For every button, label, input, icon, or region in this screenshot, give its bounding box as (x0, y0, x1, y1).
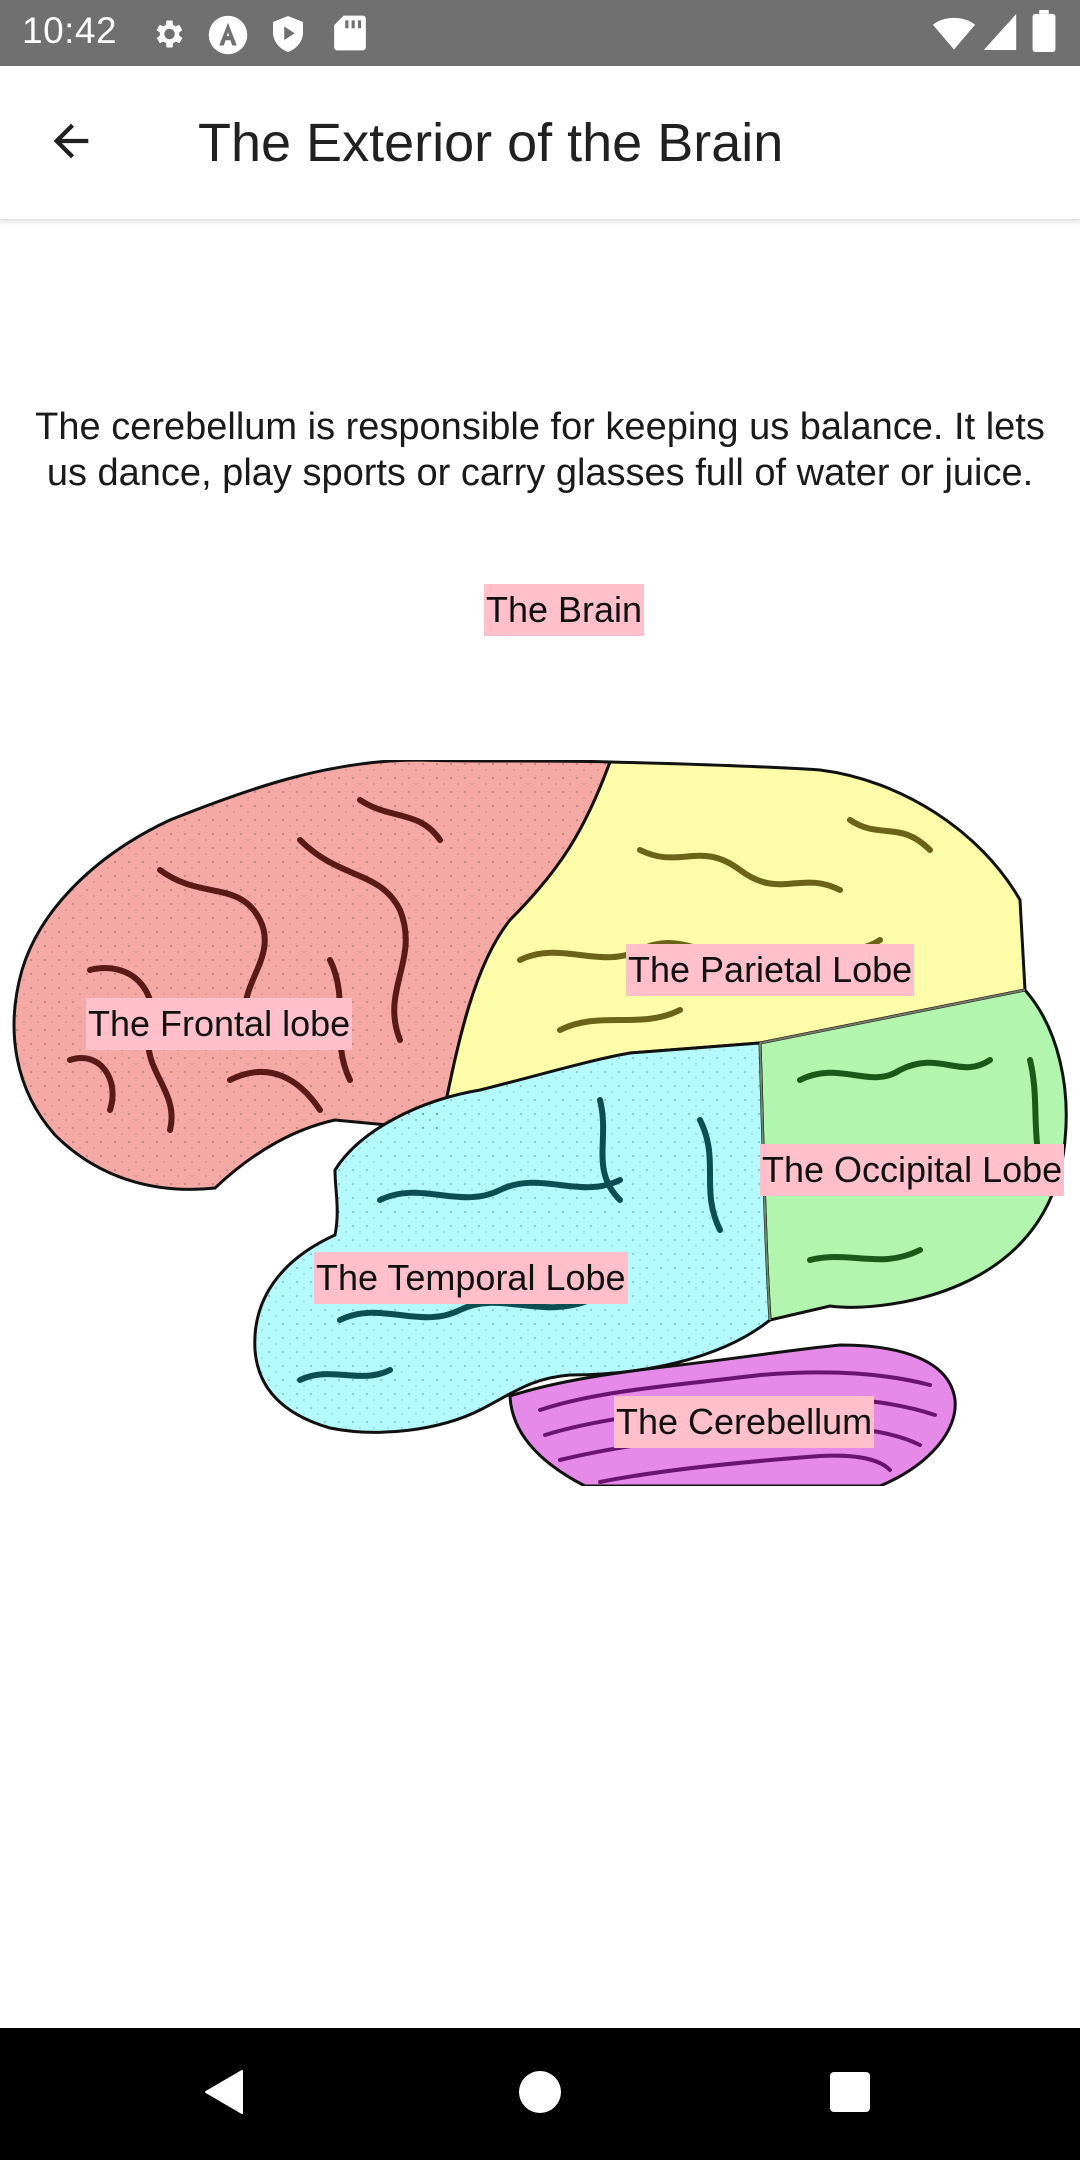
sd-card-icon (334, 14, 366, 57)
battery-icon (1032, 10, 1056, 57)
nav-recents-button[interactable] (820, 2064, 880, 2124)
system-navigation-bar (0, 2028, 1080, 2160)
cerebellum-label: The Cerebellum (614, 1396, 875, 1448)
status-bar: 10:42 (0, 0, 1080, 66)
app-bar: The Exterior of the Brain (0, 66, 1080, 220)
description-text: The cerebellum is responsible for keepin… (35, 406, 1045, 494)
parietal-lobe-label: The Parietal Lobe (626, 944, 915, 996)
accessibility-icon (207, 14, 249, 61)
frontal-lobe-label: The Frontal lobe (86, 998, 353, 1050)
nav-back-icon (202, 2068, 246, 2121)
nav-home-icon (518, 2070, 562, 2119)
back-button[interactable] (30, 108, 112, 178)
wifi-icon (932, 14, 976, 57)
status-time: 10:42 (22, 10, 118, 51)
nav-home-button[interactable] (510, 2064, 570, 2124)
settings-icon (150, 16, 186, 57)
cell-signal-icon (982, 12, 1018, 57)
arrow-back-icon (45, 115, 97, 172)
brain-diagram (0, 758, 1080, 1488)
nav-back-button[interactable] (194, 2064, 254, 2124)
play-shield-icon (270, 14, 306, 59)
brain-heading-label: The Brain (484, 584, 645, 636)
page-title: The Exterior of the Brain (198, 113, 784, 173)
nav-recents-icon (829, 2071, 871, 2118)
occipital-lobe-label: The Occipital Lobe (760, 1144, 1065, 1196)
temporal-lobe-label: The Temporal Lobe (314, 1252, 628, 1304)
